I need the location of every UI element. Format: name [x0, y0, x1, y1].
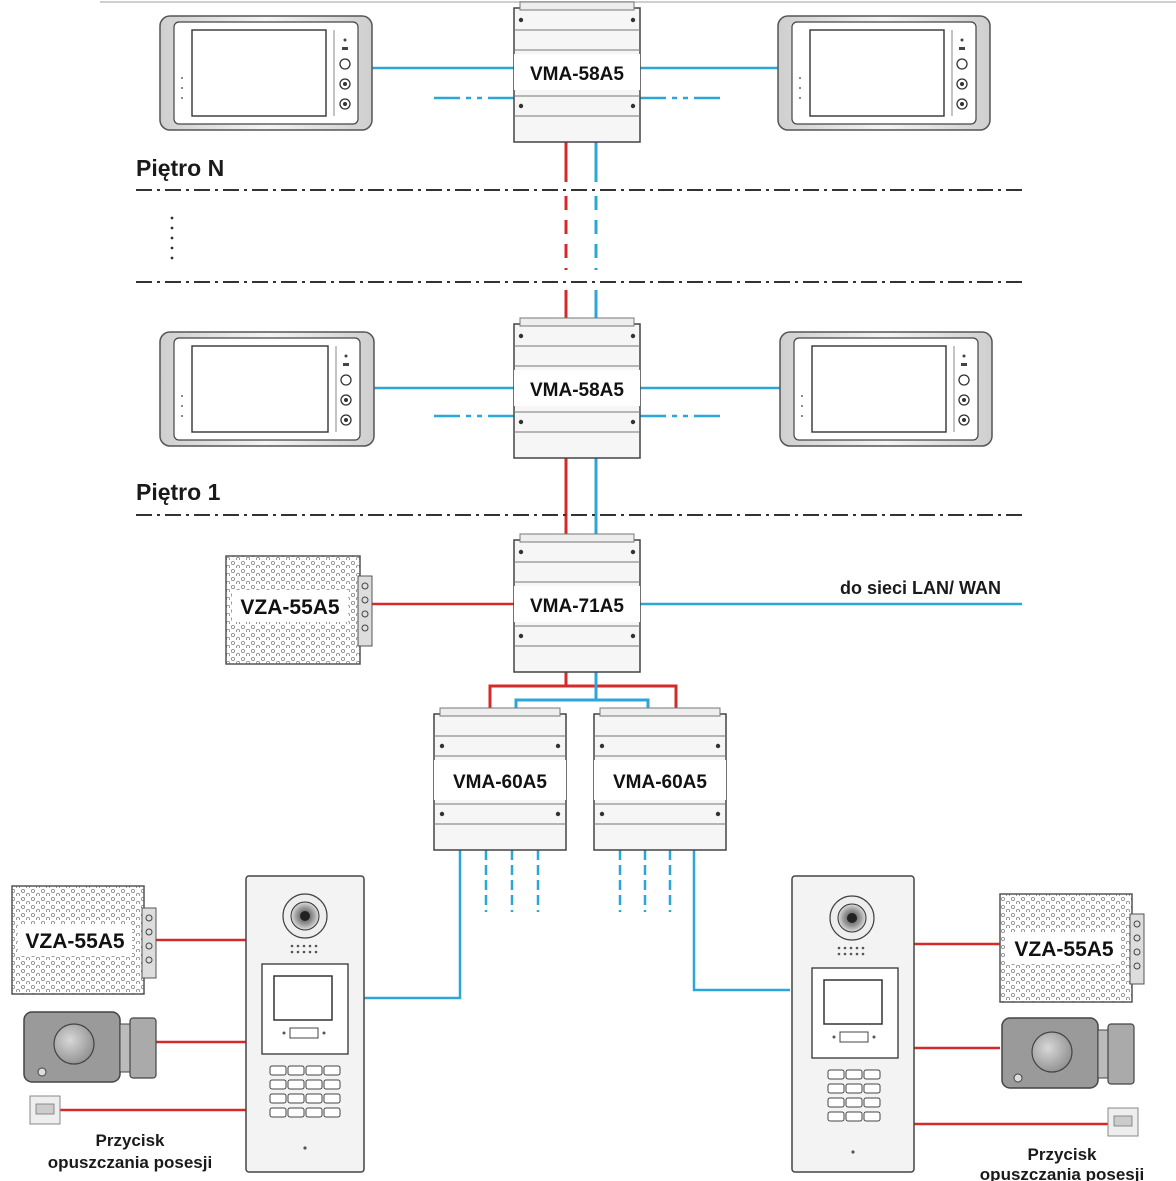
button-icon [339, 58, 351, 70]
monitor-floor1-right [779, 331, 993, 447]
push-button-icon [1113, 1115, 1133, 1127]
push-button-icon [35, 1103, 55, 1115]
panel-screen [823, 979, 883, 1025]
lock-icon [1031, 1031, 1073, 1073]
module-dist-top: VMA-58A5 [513, 1, 641, 143]
monitor-top-right [777, 15, 991, 131]
power-supply-main: VZA-55A5 [225, 555, 373, 665]
exit-button-label-line2: opuszczania posesji [980, 1165, 1144, 1181]
floor-dividers [136, 189, 1022, 516]
power-supply-label: VZA-55A5 [25, 930, 125, 953]
exit-button-left: Przycisk opuszczania posesji [29, 1095, 212, 1172]
module-label: VMA-71A5 [530, 596, 624, 617]
panel-screen [273, 975, 333, 1021]
lock-icon [53, 1023, 95, 1065]
power-supply-right: VZA-55A5 [999, 893, 1145, 1003]
bus-wire [364, 850, 462, 1000]
electric-lock-right [1001, 1017, 1135, 1089]
module-dist-floor1: VMA-58A5 [513, 317, 641, 459]
power-supply-label: VZA-55A5 [1014, 938, 1114, 961]
network-label: do sieci LAN/ WAN [840, 578, 1001, 598]
exit-button-label-line1: Przycisk [96, 1131, 166, 1150]
exit-button-label-line2: opuszczania posesji [48, 1153, 212, 1172]
module-controller: VMA-71A5 [513, 533, 641, 673]
module-label: VMA-58A5 [530, 380, 624, 401]
monitor-floor1-left [159, 331, 375, 447]
power-supply-label: VZA-55A5 [240, 596, 340, 619]
monitor-top-left [159, 15, 373, 131]
floor-label-bottom: Piętro 1 [136, 479, 221, 505]
module-label: VMA-58A5 [530, 64, 624, 85]
exit-button-right: Przycisk opuszczania posesji [980, 1107, 1144, 1181]
bus-wire [692, 850, 790, 992]
floor-label-top: Piętro N [136, 155, 224, 181]
wires [60, 66, 1108, 1126]
door-station-right [791, 875, 915, 1173]
module-label: VMA-60A5 [613, 772, 707, 793]
bus-wire [514, 698, 650, 714]
module-splitter-right: VMA-60A5 [593, 707, 727, 851]
keypad-icon [827, 1069, 881, 1122]
power-wire [488, 684, 678, 714]
exit-button-label-line1: Przycisk [1028, 1145, 1098, 1164]
keypad-icon [269, 1065, 341, 1118]
power-supply-left: VZA-55A5 [11, 885, 157, 995]
ellipsis-dots [170, 216, 174, 260]
electric-lock-left [23, 1011, 157, 1083]
module-splitter-left: VMA-60A5 [433, 707, 567, 851]
module-label: VMA-60A5 [453, 772, 547, 793]
door-station-left [245, 875, 365, 1173]
